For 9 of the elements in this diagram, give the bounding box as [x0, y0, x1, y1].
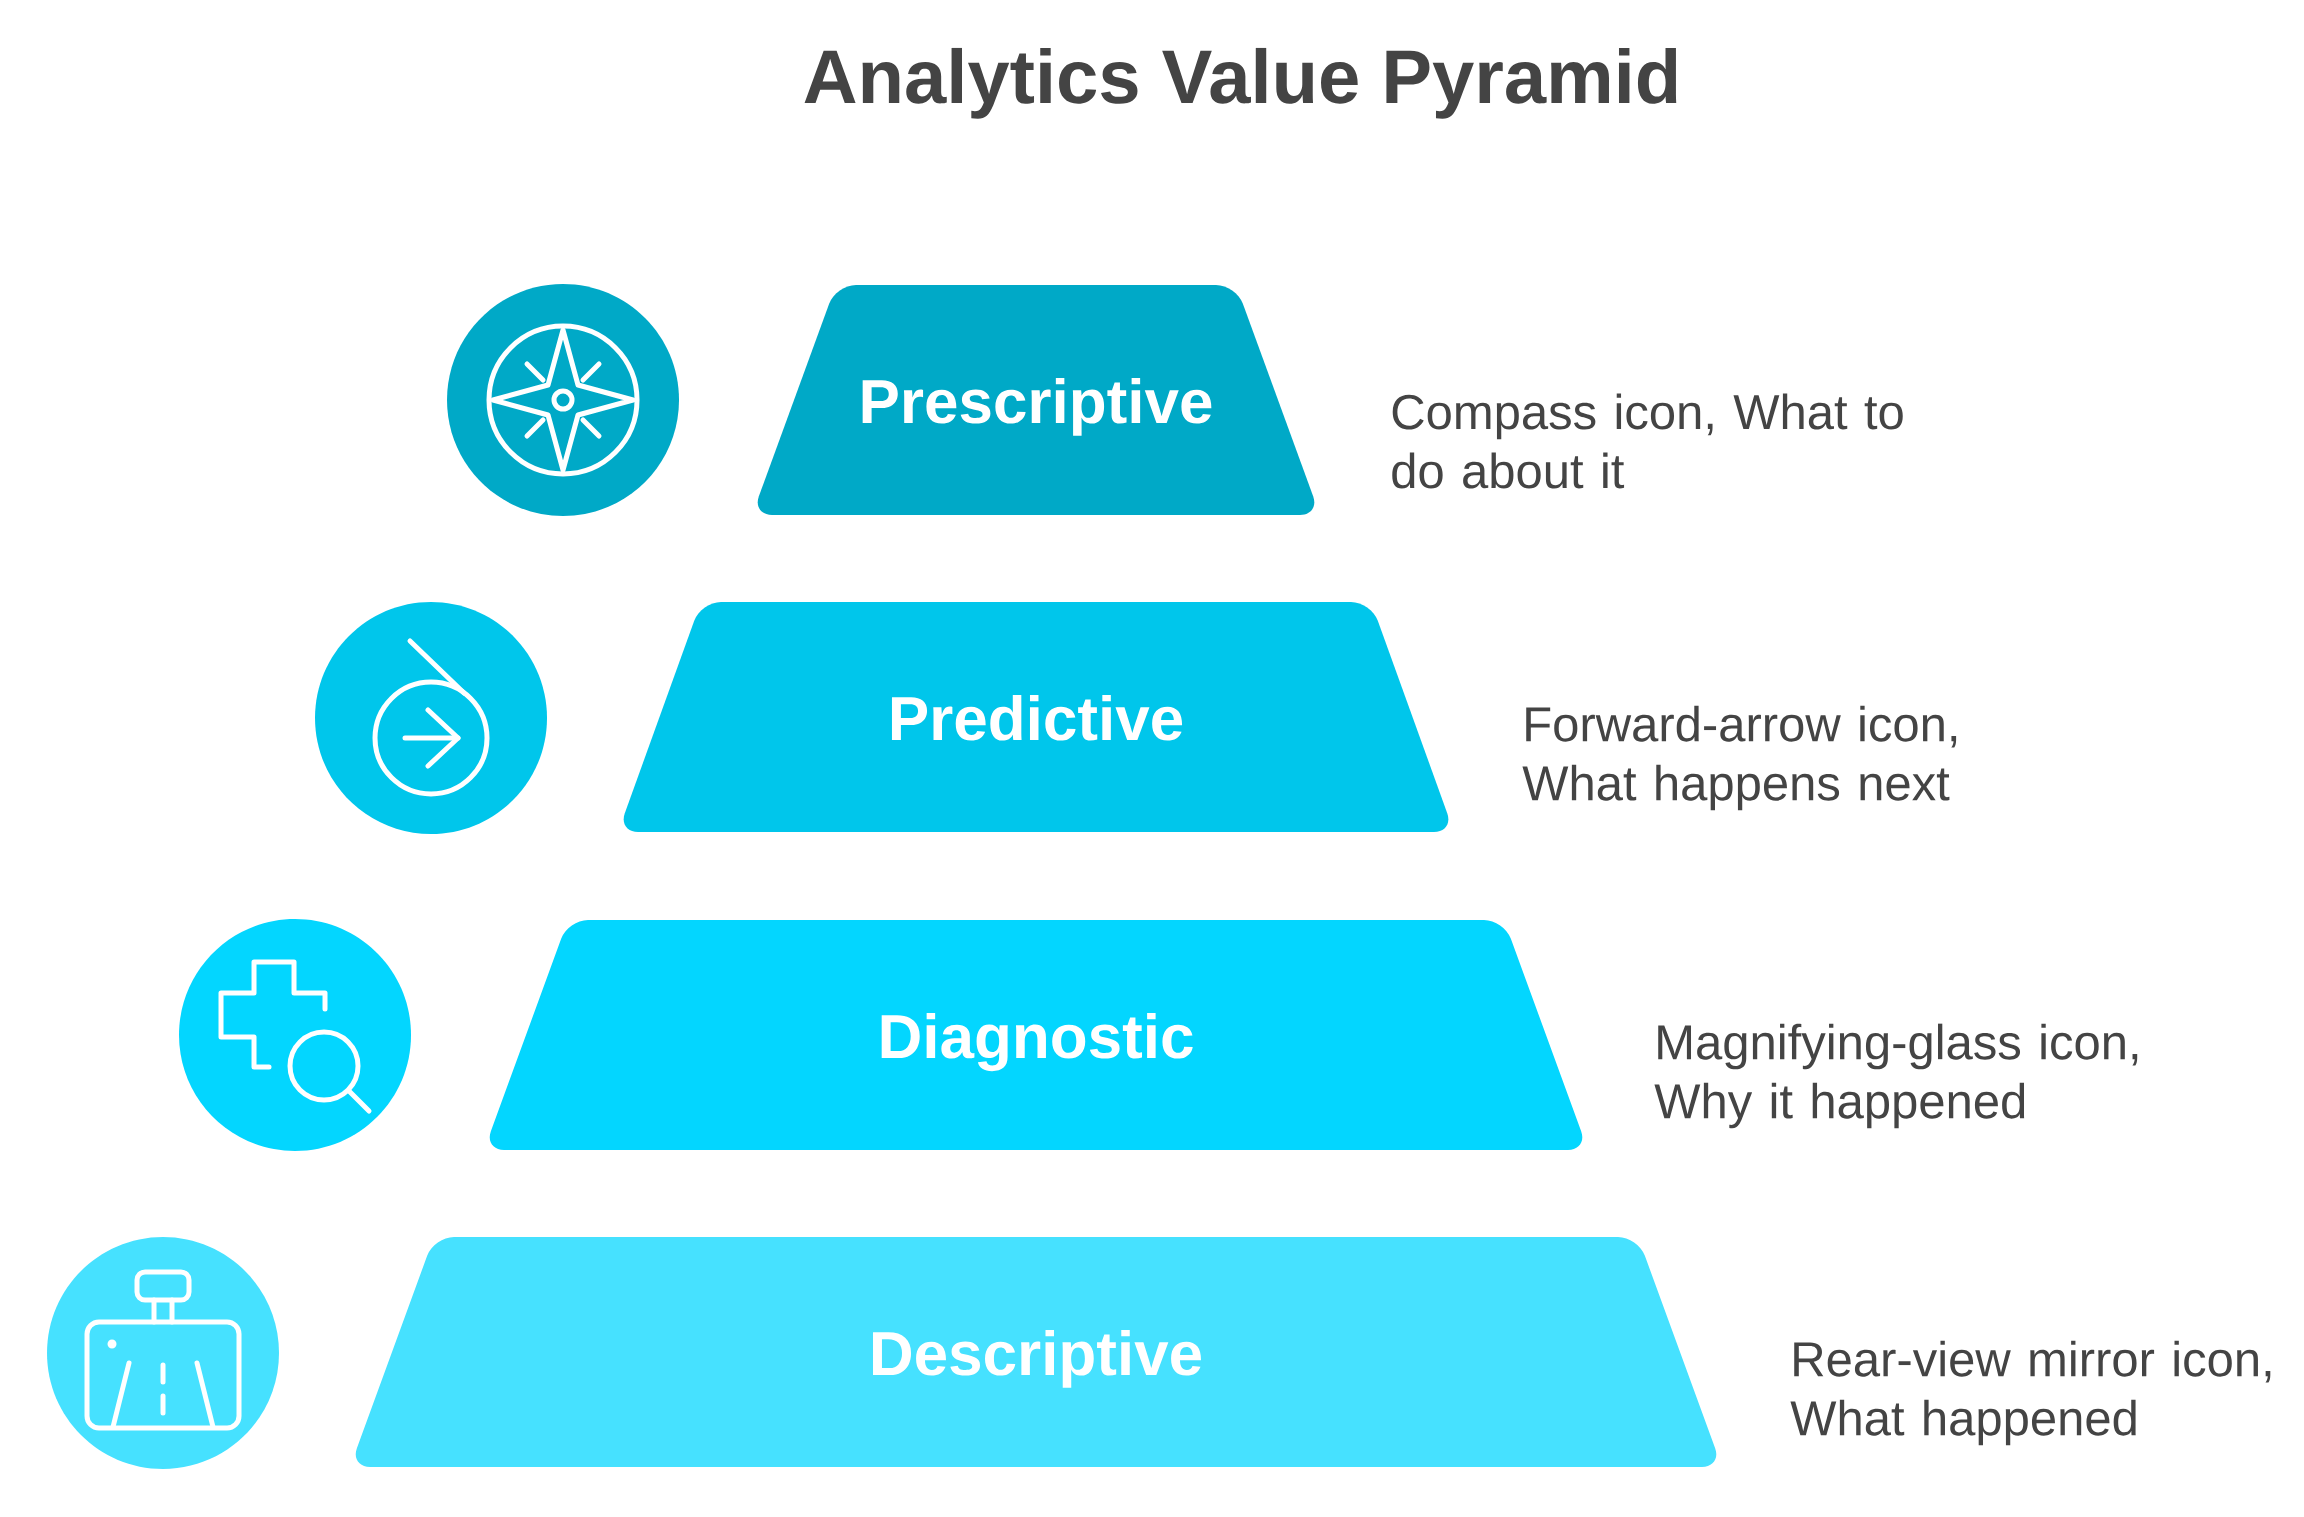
tier-description: Forward-arrow icon, What happens next [1522, 705, 1957, 811]
pyramid-tier: Predictive [623, 602, 1449, 832]
tier-description: Magnifying-glass icon, Why it happened [1654, 1023, 2138, 1129]
pyramid-tier: Prescriptive [757, 285, 1315, 515]
tier-description: Rear-view mirror icon, What happened [1790, 1340, 2271, 1446]
pyramid-tier: Diagnostic [489, 920, 1583, 1150]
pyramid-tier: Descriptive [355, 1237, 1717, 1467]
tier-description: Compass icon, What to do about it [1392, 393, 1903, 489]
title: Analytics Value Pyramid [804, 47, 1677, 119]
